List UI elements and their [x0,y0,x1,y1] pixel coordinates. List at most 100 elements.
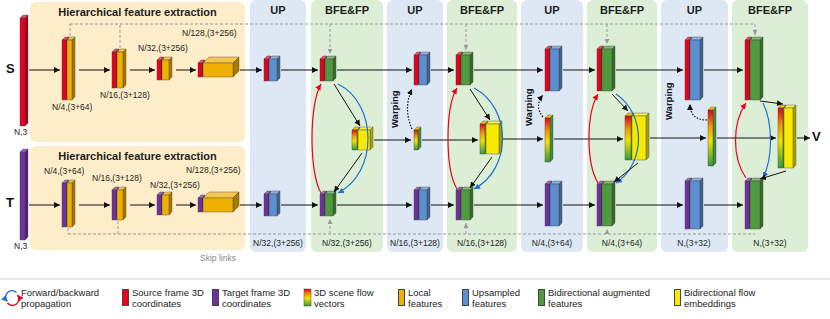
flow-arrow [334,84,360,126]
feature-block [62,40,66,100]
feature-block [778,108,783,168]
feature-block-side [233,192,239,212]
feature-block [117,52,123,88]
flow-arrow [650,138,706,139]
flow-arrow [616,70,683,71]
flow-arrow [466,223,467,234]
dimension-label: N/128,(3+256) [182,29,237,39]
flow-arrow [68,228,69,234]
feature-block [414,130,418,150]
flow-curve [8,295,19,305]
feature-block [750,181,760,229]
flow-arrow [330,24,331,54]
flow-arrow [563,205,595,206]
flow-arrow [717,138,776,139]
drawing-layer [0,15,830,306]
stage-panel: Hierarchical feature extraction [30,2,245,142]
feature-block [269,59,277,81]
flow-curve [736,103,747,178]
legend-swatch [398,289,405,306]
feature-block [198,63,202,77]
flow-curve [690,104,707,120]
feature-block [550,49,559,91]
flow-arrow [176,70,196,71]
feature-block [690,40,700,100]
feature-block [784,108,793,168]
dimension-label: N,(3+32) [677,239,710,249]
dimension-label: N,3 [14,242,27,252]
panel-fill [30,2,245,142]
feature-block-side [427,52,430,85]
flow-arrow [79,70,110,71]
dimension-label: S [6,62,15,77]
feature-block [486,124,499,154]
legend-text: Local features [408,288,458,310]
stage-panel: UP [521,0,583,252]
panel-fill [311,0,383,252]
flow-arrow [470,89,490,120]
panel-title: UP [407,4,422,17]
dimension-label: N/32,(3+256) [138,44,188,54]
flow-arrow [79,205,110,206]
feature-block-side [25,149,28,240]
flow-curve [539,95,544,117]
feature-block-side [559,46,562,91]
feature-block [352,130,357,150]
dimension-label: N/4,(3+64) [602,239,642,249]
feature-block-side [25,15,28,126]
feature-block-side [233,57,239,77]
feature-block-side [277,56,280,81]
feature-block-top [203,192,239,198]
feature-block [203,198,233,212]
panel-title: BFE&FP [325,4,369,17]
feature-block-side [713,107,716,166]
stage-panel: UP [250,0,306,252]
panel-title: BFE&FP [460,4,504,17]
legend-text: 3D scene flow vectors [314,288,396,310]
feature-block-side [333,191,336,216]
feature-block-side [612,181,615,226]
feature-block [545,184,549,226]
flow-arrow [29,205,60,206]
panel-fill [387,0,443,252]
feature-block-side [333,56,336,81]
flow-arrow [503,139,543,140]
operation-label: Warping [524,88,535,126]
feature-block [320,59,324,81]
feature-block [602,184,612,226]
feature-block-side [700,37,703,100]
panel-title: BFE&FP [748,4,792,17]
flow-arrow [474,205,543,206]
feature-block-side [370,127,373,150]
panel-title: UP [544,4,559,17]
flow-arrow [281,205,318,206]
flow-curve [312,84,321,193]
feature-block [414,190,418,220]
feature-block [690,181,700,229]
legend-swatch [462,289,469,306]
feature-block [419,55,427,85]
dimension-label: N/128,(3+256) [186,166,241,176]
dimension-label: V [812,130,821,145]
feature-block-side [550,115,553,162]
feature-block-side [72,180,75,227]
dimension-label: N/4,(3+64) [44,167,84,177]
flow-arrow [120,24,121,48]
panel-title: UP [270,4,285,17]
flow-arrow [337,70,412,71]
legend-swatch [538,289,545,306]
dimension-label: N/16,(3+128) [457,239,507,249]
feature-block [157,60,161,80]
flow-arrow [466,24,467,50]
feature-block-side [470,187,473,220]
dimension-label: N/32,(3+256) [322,239,372,249]
feature-block [264,194,268,216]
legend-text: Bidirectional augmented features [548,288,670,310]
feature-block [750,40,760,100]
feature-block-side [760,178,763,229]
feature-block [685,181,689,229]
feature-block [550,184,559,226]
feature-block [162,60,169,80]
dimension-label: N/16,(3+128) [390,239,440,249]
feature-block [414,55,418,85]
